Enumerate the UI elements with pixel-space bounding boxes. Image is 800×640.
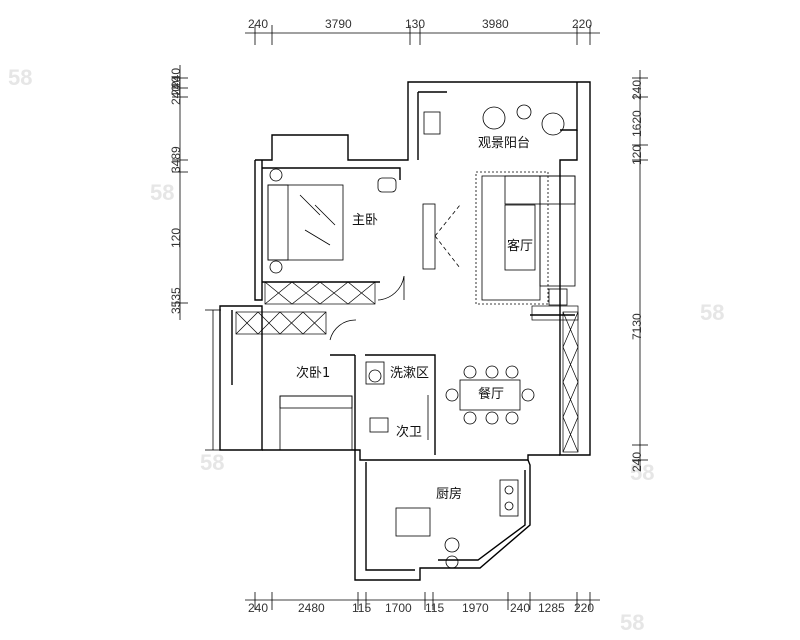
bottom-dimension-line: 240 2480 115 1700 115 1970 240 1285 220 <box>245 592 600 615</box>
label-balcony: 观景阳台 <box>478 136 530 151</box>
second-bedroom-wardrobe <box>235 311 327 335</box>
dim-left-6: 3535 <box>169 287 183 314</box>
top-dimension-line: 240 3790 130 3980 220 <box>245 17 600 45</box>
living-room-cabinet <box>531 305 579 453</box>
left-dimension-line: 240 240 240 3489 120 3535 <box>169 65 221 451</box>
watermark: 58 <box>150 180 174 205</box>
bathroom-fixtures <box>365 361 389 433</box>
dim-top-1: 240 <box>248 17 268 31</box>
label-master-bedroom: 主卧 <box>352 213 378 228</box>
walls <box>219 81 591 581</box>
living-room-tv <box>422 203 461 270</box>
dim-left-3: 240 <box>169 68 183 88</box>
dim-left-2: 240 <box>169 76 183 96</box>
dim-top-5: 220 <box>572 17 592 31</box>
right-dimension-line: 240 1620 120 7130 240 <box>630 70 648 472</box>
dining-table <box>445 365 535 425</box>
watermark: 58 <box>700 300 724 325</box>
dim-top-3: 130 <box>405 17 425 31</box>
dim-top-2: 3790 <box>325 17 352 31</box>
label-dining-room: 餐厅 <box>478 386 504 402</box>
watermark: 58 <box>8 65 32 90</box>
kitchen-fixtures <box>395 479 519 569</box>
dim-bottom-6: 1970 <box>462 601 489 615</box>
second-bed <box>279 395 353 451</box>
dim-bottom-8: 1285 <box>538 601 565 615</box>
living-room-sofa <box>475 171 576 306</box>
dim-right-5: 240 <box>630 452 644 472</box>
dim-right-1: 240 <box>630 80 644 100</box>
dim-bottom-4: 1700 <box>385 601 412 615</box>
label-second-bathroom: 次卫 <box>396 424 422 440</box>
dim-left-1: 240 <box>169 85 183 105</box>
label-second-bedroom: 次卧1 <box>296 365 330 381</box>
watermark: 58 <box>630 460 654 485</box>
watermark: 58 <box>200 450 224 475</box>
doors <box>329 275 429 440</box>
watermark: 58 <box>620 610 644 635</box>
balcony-furniture <box>423 104 565 136</box>
dim-bottom-1: 240 <box>248 601 268 615</box>
dim-top-4: 3980 <box>482 17 509 31</box>
master-bed <box>267 168 344 274</box>
dim-bottom-2: 2480 <box>298 601 325 615</box>
dim-left-4: 3489 <box>169 146 183 173</box>
dim-left-5: 120 <box>169 228 183 248</box>
dim-right-2: 1620 <box>630 110 644 137</box>
watermark-layer: 58 58 58 58 58 58 <box>8 65 724 635</box>
dim-bottom-3: 115 <box>352 601 371 615</box>
desk-chair <box>377 177 397 193</box>
master-wardrobe <box>264 281 376 305</box>
dim-bottom-7: 240 <box>510 601 530 615</box>
dim-bottom-5: 115 <box>425 601 444 615</box>
dim-right-4: 7130 <box>630 313 644 340</box>
dim-bottom-9: 220 <box>574 601 594 615</box>
label-kitchen: 厨房 <box>436 486 462 502</box>
label-living-room: 客厅 <box>507 238 533 254</box>
room-labels: 主卧 观景阳台 客厅 次卧1 洗漱区 餐厅 次卫 厨房 <box>296 136 533 502</box>
label-wash-area: 洗漱区 <box>390 366 429 381</box>
dim-right-3: 120 <box>630 145 644 165</box>
